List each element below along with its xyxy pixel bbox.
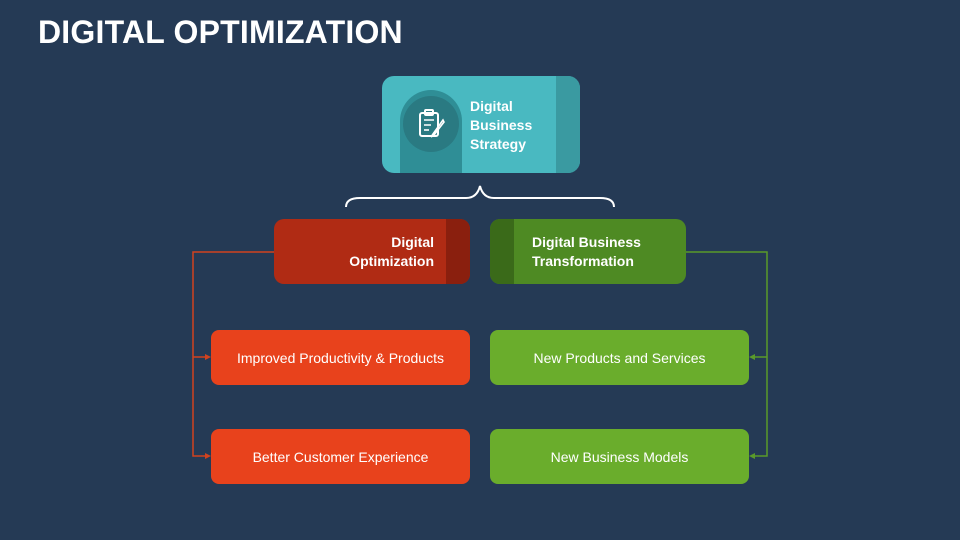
new-products-services-box: New Products and Services xyxy=(490,330,749,385)
left-arrow-1 xyxy=(205,354,211,360)
strategy-label: Digital Business Strategy xyxy=(470,98,533,152)
digital-business-transformation-box: Digital Business Transformation xyxy=(490,219,686,284)
left-connector xyxy=(192,251,274,457)
strategy-stripe xyxy=(556,76,580,173)
transformation-label: Digital Business Transformation xyxy=(532,234,641,269)
right-connector xyxy=(686,251,768,457)
optimization-label: Digital Optimization xyxy=(349,234,434,269)
right-arrow-2 xyxy=(749,453,755,459)
left-arrow-2 xyxy=(205,453,211,459)
better-customer-experience-box: Better Customer Experience xyxy=(211,429,470,484)
right-arrow-1 xyxy=(749,354,755,360)
clipboard-pen-icon xyxy=(403,96,459,152)
digital-optimization-box: Digital Optimization xyxy=(274,219,470,284)
transformation-stripe xyxy=(490,219,514,284)
slide-title: DIGITAL OPTIMIZATION xyxy=(38,14,403,50)
optimization-stripe xyxy=(446,219,470,284)
strategy-box: Digital Business Strategy xyxy=(382,76,580,173)
curly-brace xyxy=(345,185,615,208)
improved-productivity-box: Improved Productivity & Products xyxy=(211,330,470,385)
new-business-models-box: New Business Models xyxy=(490,429,749,484)
